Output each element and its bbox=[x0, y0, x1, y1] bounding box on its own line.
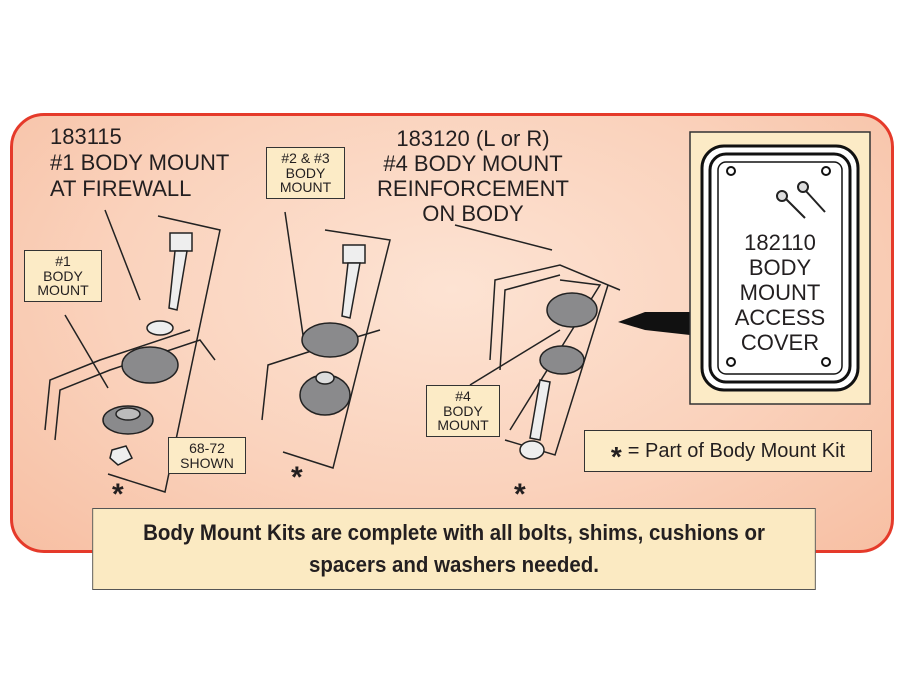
label-line: MOUNT bbox=[739, 280, 821, 305]
reinforcement-line1: #4 BODY MOUNT bbox=[383, 151, 563, 176]
kit-marker-4: * bbox=[514, 478, 526, 511]
label-line: MOUNT bbox=[37, 282, 89, 299]
access-cover-label: 182110 BODY MOUNT ACCESS COVER bbox=[718, 230, 842, 355]
legend: * = Part of Body Mount Kit bbox=[584, 430, 872, 472]
label-line: ACCESS bbox=[734, 305, 826, 330]
note-line-1: Body Mount Kits are complete with all bo… bbox=[143, 520, 765, 546]
label-68-72-shown: 68-72 SHOWN bbox=[168, 437, 246, 475]
access-cover-part-number: 182110 bbox=[744, 230, 816, 255]
label-line: MOUNT bbox=[279, 179, 332, 196]
legend-text: = Part of Body Mount Kit bbox=[627, 439, 846, 462]
firewall-part-number: 183115 bbox=[50, 124, 122, 149]
kit-marker-2: * bbox=[291, 461, 303, 494]
label-line: MOUNT bbox=[437, 417, 489, 434]
kit-marker-1: * bbox=[112, 478, 124, 511]
reinforcement-line2: REINFORCEMENT bbox=[377, 176, 569, 201]
label-line: BODY bbox=[43, 267, 83, 284]
reinforcement-part-number: 183120 (L or R) bbox=[396, 126, 550, 151]
reinforcement-callout: 183120 (L or R) #4 BODY MOUNT REINFORCEM… bbox=[358, 126, 588, 226]
asterisk-icon: * bbox=[610, 441, 622, 472]
label-line: COVER bbox=[740, 330, 820, 355]
label-mount-1: #1 BODY MOUNT bbox=[24, 250, 102, 303]
label-line: BODY bbox=[285, 164, 326, 181]
label-mount-2-3: #2 & #3 BODY MOUNT bbox=[266, 147, 345, 200]
label-line: #1 bbox=[55, 253, 71, 269]
reinforcement-line3: ON BODY bbox=[422, 201, 524, 226]
kit-note: Body Mount Kits are complete with all bo… bbox=[92, 508, 816, 590]
label-line: #2 & #3 bbox=[281, 150, 330, 166]
label-line: BODY bbox=[748, 255, 812, 280]
firewall-subtitle: AT FIREWALL bbox=[50, 176, 192, 201]
label-line: SHOWN bbox=[180, 454, 234, 471]
label-mount-4: #4 BODY MOUNT bbox=[426, 385, 500, 438]
label-line: #4 bbox=[455, 388, 471, 404]
firewall-title: #1 BODY MOUNT bbox=[50, 150, 230, 175]
label-line: BODY bbox=[443, 402, 483, 419]
note-line-2: spacers and washers needed. bbox=[308, 552, 599, 577]
label-line: 68-72 bbox=[189, 440, 225, 456]
